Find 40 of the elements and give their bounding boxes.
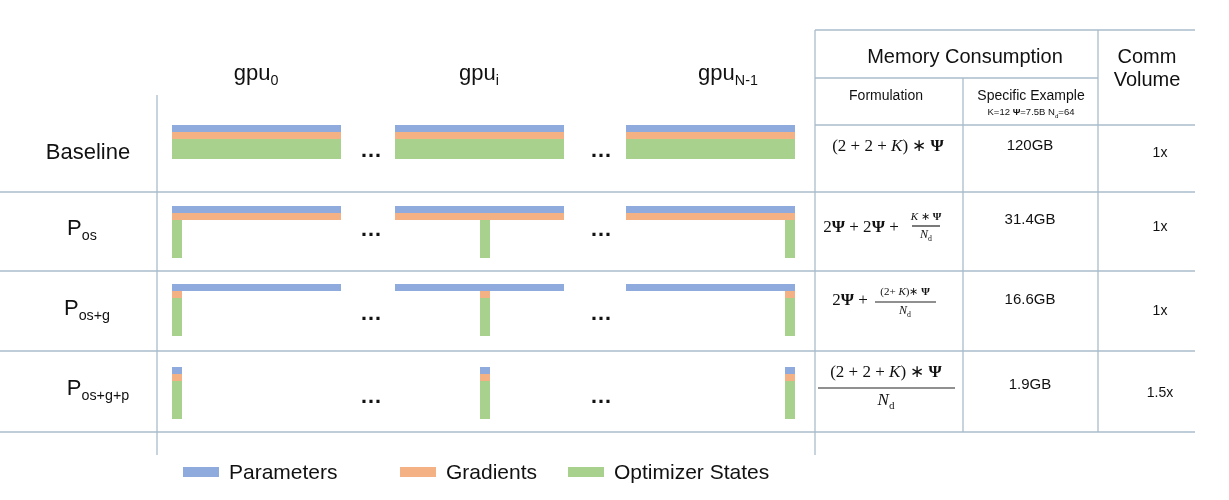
comm-volume-value: 1.5x xyxy=(1146,384,1174,401)
row-label: Baseline xyxy=(45,139,131,165)
comm-volume-value: 1x xyxy=(1152,218,1168,235)
memory-value: 16.6GB xyxy=(1004,290,1056,308)
ellipsis: … xyxy=(590,216,612,242)
legend-label: Optimizer States xyxy=(614,460,770,484)
gpu-label: gpu$_{0}$ xyxy=(233,60,279,89)
ellipsis: … xyxy=(590,137,612,163)
formula-denominator: N$_{d}$ xyxy=(877,390,895,413)
column-header: Formulation xyxy=(849,87,923,104)
formula: (2 + 2 + K) ∗ Ψ xyxy=(832,136,944,156)
row-label: P$_{os+g+p}$ xyxy=(66,375,130,404)
example-parameters: K=12 Ψ=7.5B N$_{d}$=64 xyxy=(987,107,1075,119)
formula-numerator: (2+ K)∗ Ψ xyxy=(880,285,930,298)
formula: 2Ψ + xyxy=(832,290,868,310)
column-header: Comm Volume xyxy=(1112,45,1182,91)
memory-value: 1.9GB xyxy=(1008,375,1052,393)
legend-label: Gradients xyxy=(446,460,538,484)
column-header: Memory Consumption xyxy=(867,45,1063,68)
gpu-label: gpu$_{i}$ xyxy=(459,60,499,89)
formula: 2Ψ + 2Ψ + xyxy=(823,217,899,237)
formula-denominator: N$_{d}$ xyxy=(920,228,932,245)
formula: (2 + 2 + K) ∗ Ψ xyxy=(830,362,942,382)
ellipsis: … xyxy=(360,216,382,242)
ellipsis: … xyxy=(360,383,382,409)
legend-label: Parameters xyxy=(229,460,338,484)
formula-denominator: N$_{d}$ xyxy=(899,304,911,321)
formula-numerator: K ∗ Ψ xyxy=(910,210,942,223)
column-header: Specific Example xyxy=(977,87,1085,104)
memory-value: 120GB xyxy=(1006,136,1054,154)
ellipsis: … xyxy=(590,383,612,409)
comm-volume-value: 1x xyxy=(1152,302,1168,319)
row-label: P$_{os}$ xyxy=(67,215,97,244)
memory-value: 31.4GB xyxy=(1004,210,1056,228)
gpu-label: gpu$_{N-1}$ xyxy=(698,60,758,89)
row-label: P$_{os+g}$ xyxy=(63,295,111,324)
comm-volume-value: 1x xyxy=(1152,144,1168,161)
ellipsis: … xyxy=(360,300,382,326)
ellipsis: … xyxy=(360,137,382,163)
ellipsis: … xyxy=(590,300,612,326)
